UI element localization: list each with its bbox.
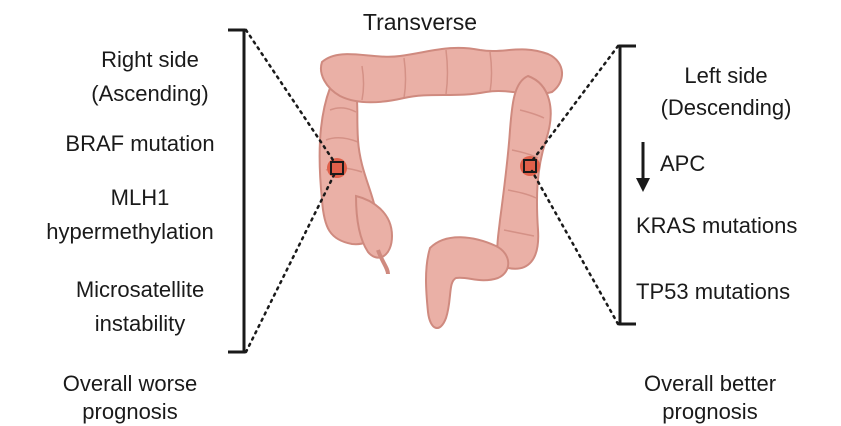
colon-shape xyxy=(320,48,562,328)
down-arrow-icon xyxy=(636,142,650,192)
right-bracket xyxy=(620,46,636,324)
worse-prognosis-line1: Overall worse xyxy=(30,370,230,398)
better-prognosis-line2: prognosis xyxy=(600,398,820,426)
better-prognosis-line1: Overall better xyxy=(600,370,820,398)
kras-label: KRAS mutations xyxy=(636,212,797,240)
left-side-heading: Left side xyxy=(636,62,816,90)
microsatellite-label: Microsatellite xyxy=(40,276,240,304)
transverse-label: Transverse xyxy=(320,8,520,36)
apc-label: APC xyxy=(660,150,705,178)
tp53-label: TP53 mutations xyxy=(636,278,790,306)
braf-label: BRAF mutation xyxy=(40,130,240,158)
mlh1-label: MLH1 xyxy=(40,184,240,212)
descending-label: (Descending) xyxy=(636,94,816,122)
ascending-label: (Ascending) xyxy=(60,80,240,108)
worse-prognosis-line2: prognosis xyxy=(30,398,230,426)
instability-label: instability xyxy=(40,310,240,338)
right-side-heading: Right side xyxy=(60,46,240,74)
hypermethylation-label: hypermethylation xyxy=(20,218,240,246)
